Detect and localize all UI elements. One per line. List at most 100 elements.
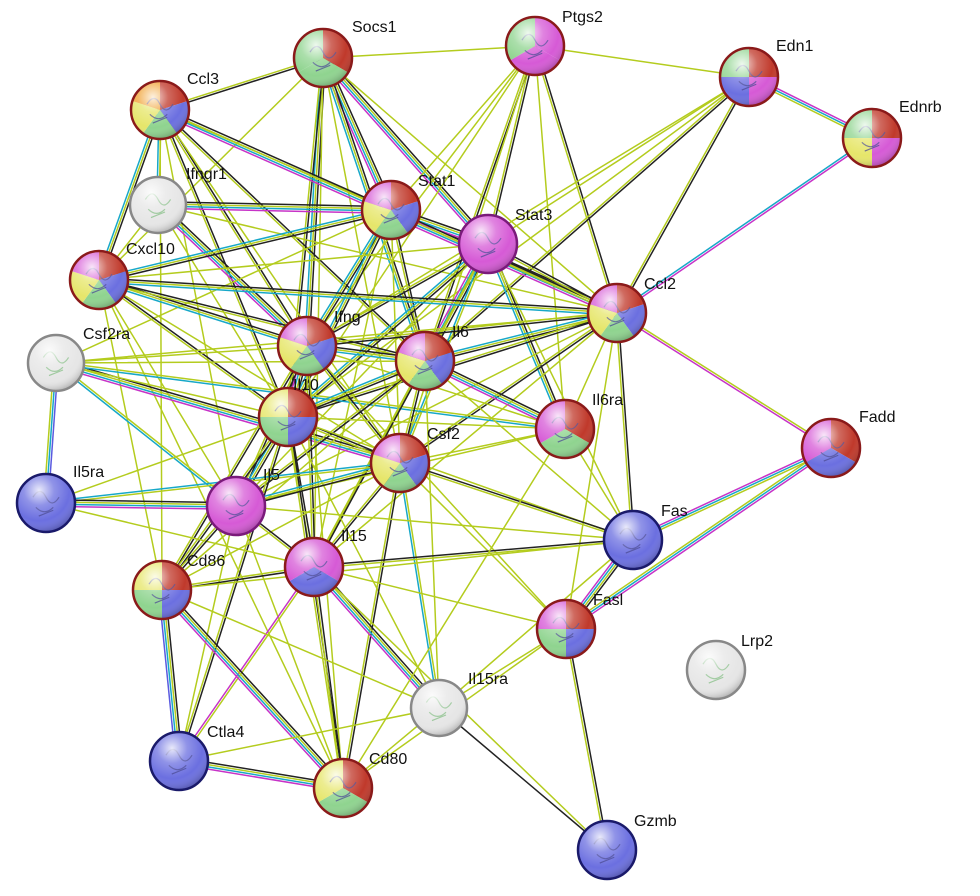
node-fadd[interactable]: Fadd [800, 409, 895, 479]
edge-Fadd-Fas [631, 445, 833, 543]
edge-line-black [160, 108, 427, 361]
node-label: Fasl [593, 592, 623, 609]
edge-line-black [157, 200, 392, 208]
edge-line-olive [305, 345, 314, 568]
node-cd80[interactable]: Cd80 [312, 751, 407, 819]
edge-Ptgs2-Stat3 [486, 44, 537, 246]
node-ring [205, 475, 267, 537]
edge-Csf2ra-Ifng [55, 345, 308, 364]
node-ring [409, 678, 469, 738]
edge-line-olive [55, 312, 618, 364]
edge-Csf2-Il15ra [398, 462, 441, 709]
edge-line-olive [534, 45, 566, 430]
edge-line-olive [98, 279, 401, 464]
node-ring [685, 639, 747, 701]
edge-line-black [98, 277, 309, 345]
edge-Socs1-Cxcl10 [98, 57, 324, 281]
node-ring [257, 386, 319, 448]
edge-Il5ra-Il5 [45, 498, 237, 511]
edge-Csf2-Fas [398, 461, 635, 542]
node-ccl2[interactable]: Ccl2 [586, 276, 676, 344]
node-label: Lrp2 [741, 633, 773, 650]
edge-line-olive [312, 359, 425, 568]
edge-line-olive [287, 416, 566, 430]
node-ring [276, 315, 338, 377]
edge-Edn1-Ccl2 [615, 75, 751, 315]
node-il10[interactable]: Il10 [257, 377, 319, 448]
edge-line-olive [98, 279, 237, 507]
node-il5ra[interactable]: Il5ra [15, 464, 104, 534]
node-label: Fas [661, 503, 688, 520]
edge-line-olive [305, 242, 489, 346]
node-ifngr1[interactable]: Ifngr1 [128, 166, 227, 235]
edge-line-black [566, 628, 609, 851]
edge-line-magenta [157, 207, 392, 215]
edge-line-black [288, 244, 491, 420]
edge-line-magenta [631, 445, 831, 539]
node-label: Il15 [341, 528, 367, 545]
edge-Ccl3-Ifng [158, 108, 309, 348]
node-ednrb[interactable]: Ednrb [841, 99, 942, 169]
edge-Il5-Ctla4 [178, 505, 237, 762]
edge-line-olive [45, 502, 315, 568]
node-ring [369, 432, 431, 494]
node-ring [148, 730, 210, 792]
edge-line-olive [633, 449, 833, 543]
edge-line-olive [487, 243, 634, 541]
edge-Ptgs2-Edn1 [534, 45, 750, 78]
edge-Edn1-Il10 [287, 76, 750, 418]
edge-Il6-Il15ra [424, 360, 440, 709]
edge-line-olive [486, 44, 535, 245]
edge-Socs1-Stat3 [319, 55, 492, 247]
edge-line-olive [158, 109, 307, 348]
edge-Ifng-Cd86 [160, 344, 309, 592]
edge-line-olive [45, 416, 289, 504]
edge-line-olive [98, 243, 489, 281]
edge-Stat1-Csf2ra [55, 209, 392, 364]
edge-Il5-Fas [235, 505, 634, 541]
edge-line-olive [55, 361, 402, 463]
edge-Il15-Fasl [313, 566, 567, 630]
edge-line-black [488, 45, 537, 246]
edge-line-magenta [158, 591, 342, 791]
edge-line-magenta [177, 565, 314, 762]
node-label: Il6ra [592, 392, 623, 409]
node-gzmb[interactable]: Gzmb [576, 813, 677, 881]
edge-line-olive [322, 57, 618, 314]
edge-line-olive [287, 209, 392, 418]
edge-line-olive [97, 280, 426, 363]
edge-line-black [314, 566, 345, 789]
edge-Stat3-Il5 [235, 243, 489, 507]
edge-line-olive [287, 416, 440, 709]
node-lrp2[interactable]: Lrp2 [685, 633, 773, 701]
edge-Cxcl10-Cd86 [98, 279, 163, 591]
node-ring [535, 598, 597, 660]
edge-line-olive [564, 445, 831, 628]
edge-line-black [343, 462, 402, 789]
node-ptgs2[interactable]: Ptgs2 [504, 9, 603, 77]
node-ring [504, 15, 566, 77]
edge-line-magenta [616, 138, 874, 315]
node-socs1[interactable]: Socs1 [292, 19, 397, 89]
edge-Csf2ra-Il10 [55, 362, 289, 418]
node-label: Gzmb [634, 813, 677, 830]
edge-Stat3-Cxcl10 [98, 243, 489, 281]
edge-line-olive [98, 209, 392, 281]
node-ring [576, 819, 638, 881]
edge-Cxcl10-Il6 [97, 278, 427, 363]
node-label: Ifngr1 [186, 166, 227, 183]
node-fasl[interactable]: Fasl [535, 592, 623, 660]
edge-Fasl-Gzmb [564, 628, 609, 851]
edge-Cxcl10-Il10 [97, 278, 290, 419]
edge-line-black [617, 76, 751, 315]
edge-line-black [179, 416, 290, 763]
node-ring [360, 179, 422, 241]
edge-line-olive [487, 243, 566, 430]
edge-Stat3-Il10 [285, 241, 491, 420]
edge-line-olive [398, 463, 634, 542]
edge-line-cyan [98, 281, 618, 316]
node-il6ra[interactable]: Il6ra [534, 392, 623, 460]
node-edn1[interactable]: Edn1 [718, 38, 813, 108]
edge-line-black [160, 108, 309, 347]
edge-line-olive [55, 345, 308, 364]
